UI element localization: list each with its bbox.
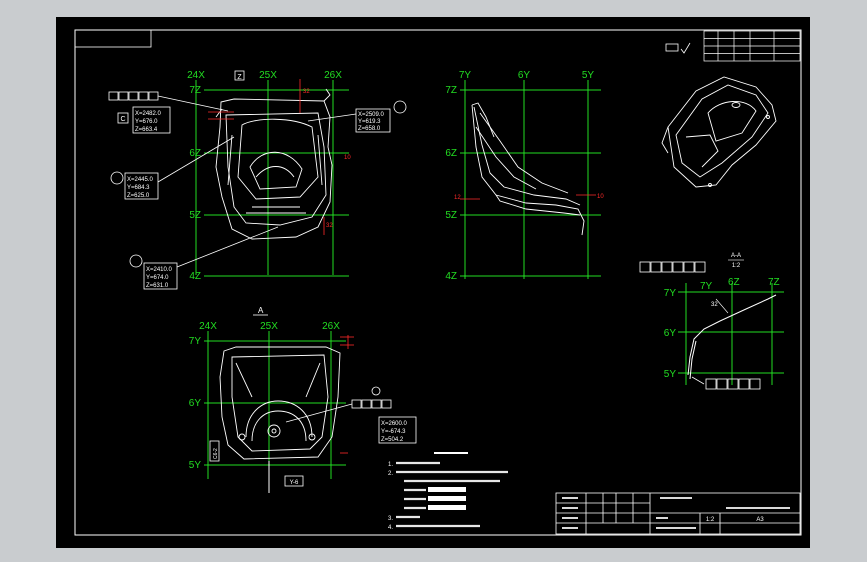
section-scale: 1:2 <box>732 263 741 269</box>
side-view: 7Y 6Y 5Y 7Z 6Z 5Z 4Z <box>445 70 604 282</box>
top-x-label-25x: 25X <box>260 321 278 332</box>
datum-box-y6: Y-6 <box>290 480 299 486</box>
sec-top-label-2: 7Z <box>768 277 780 288</box>
side-y-label-7y: 7Y <box>459 70 472 81</box>
z-label-4z: 4Z <box>189 271 201 282</box>
x-label-24x: 24X <box>187 70 205 81</box>
top-y-label-6y: 6Y <box>189 398 202 409</box>
section-view: A-A 1:2 7Y 6Z 7Z 7Y 6Y 5Y <box>639 253 784 390</box>
sec-v-label-7y: 7Y <box>664 288 677 299</box>
top-part-outline <box>219 346 341 460</box>
callout-3-x: X=2410.0 <box>146 267 173 273</box>
top-x-label-24x: 24X <box>199 321 217 332</box>
tb-scale: 1:2 <box>706 517 715 523</box>
tb-sheet-code: A3 <box>756 517 764 523</box>
z-label-6z: 6Z <box>189 148 201 159</box>
side-z-label-5z: 5Z <box>445 210 457 221</box>
top-view: 24X 25X 26X 7Y 6Y 5Y A <box>189 306 354 493</box>
callout-5-y: Y=-674.3 <box>381 429 406 435</box>
callout-1-z: Z=663.4 <box>135 127 158 133</box>
technical-notes: 1. 2. 3. 4. <box>388 452 508 531</box>
title-block <box>555 492 801 535</box>
callout-1-x: X=2482.0 <box>135 111 162 117</box>
front-tag-z: Z <box>237 74 242 81</box>
x-label-26x: 26X <box>324 70 342 81</box>
side-dim-12: 12 <box>454 195 461 201</box>
front-part-outline <box>215 88 333 240</box>
side-y-label-5y: 5Y <box>582 70 595 81</box>
tech-note-line-8: 4. <box>388 525 393 531</box>
section-mark-a: A <box>258 306 264 315</box>
isometric-view <box>661 76 777 188</box>
top-y-label-7y: 7Y <box>189 336 202 347</box>
sec-top-label-0: 7Y <box>700 281 713 292</box>
callout-2-x: X=2445.0 <box>127 177 154 183</box>
inner-frame <box>74 29 802 536</box>
callout-3 <box>129 226 279 290</box>
x-label-25x: 25X <box>259 70 277 81</box>
z-label-7z: 7Z <box>189 85 201 96</box>
callout-5 <box>285 386 417 444</box>
sec-v-label-6y: 6Y <box>664 328 677 339</box>
tech-note-line-2: 2. <box>388 471 393 477</box>
callout-5-x: X=2600.0 <box>381 421 408 427</box>
roughness-symbol <box>665 42 691 54</box>
callout-1-y: Y=676.0 <box>135 119 158 125</box>
top-x-label-26x: 26X <box>322 321 340 332</box>
callout-4 <box>307 100 407 133</box>
sec-top-label-1: 6Z <box>728 277 740 288</box>
front-dim-32-low: 32 <box>326 223 333 229</box>
tech-note-line-1: 1. <box>388 462 393 468</box>
callout-4-x: X=2509.0 <box>358 112 385 118</box>
drawing-canvas: 24X 25X 26X 7Z 6Z 5Z 4Z Z <box>74 29 802 536</box>
tech-note-line-7: 3. <box>388 516 393 522</box>
callout-3-y: Y=674.0 <box>146 275 169 281</box>
sec-v-label-5y: 5Y <box>664 369 677 380</box>
callout-5-z: Z=504.2 <box>381 437 404 443</box>
top-y-label-5y: 5Y <box>189 460 202 471</box>
side-dim-10: 10 <box>597 194 604 200</box>
callout-2 <box>110 136 235 200</box>
section-title: A-A <box>731 253 741 259</box>
section-profile <box>687 294 777 380</box>
side-z-label-6z: 6Z <box>445 148 457 159</box>
front-dim-10: 10 <box>344 155 351 161</box>
side-y-label-6y: 6Y <box>518 70 531 81</box>
callout-1 <box>108 91 229 134</box>
callout-3-z: Z=631.0 <box>146 283 169 289</box>
side-z-label-7z: 7Z <box>445 85 457 96</box>
drawing-sheet: 24X 25X 26X 7Z 6Z 5Z 4Z Z <box>56 17 810 548</box>
side-part-outline <box>471 102 585 236</box>
top-left-tag: C6-2 <box>213 448 219 459</box>
front-dim-32: 32 <box>303 89 310 95</box>
callout-1-tag: C <box>120 116 125 123</box>
revision-table <box>703 30 801 62</box>
corner-code-box <box>74 29 152 48</box>
callout-4-y: Y=619.3 <box>358 119 381 125</box>
section-dim: 32 <box>711 302 718 308</box>
side-z-label-4z: 4Z <box>445 271 457 282</box>
callout-2-y: Y=684.3 <box>127 185 150 191</box>
front-view: 24X 25X 26X 7Z 6Z 5Z 4Z Z <box>187 70 351 282</box>
z-label-5z: 5Z <box>189 210 201 221</box>
callout-4-z: Z=658.0 <box>358 126 381 132</box>
callout-2-z: Z=625.0 <box>127 193 150 199</box>
